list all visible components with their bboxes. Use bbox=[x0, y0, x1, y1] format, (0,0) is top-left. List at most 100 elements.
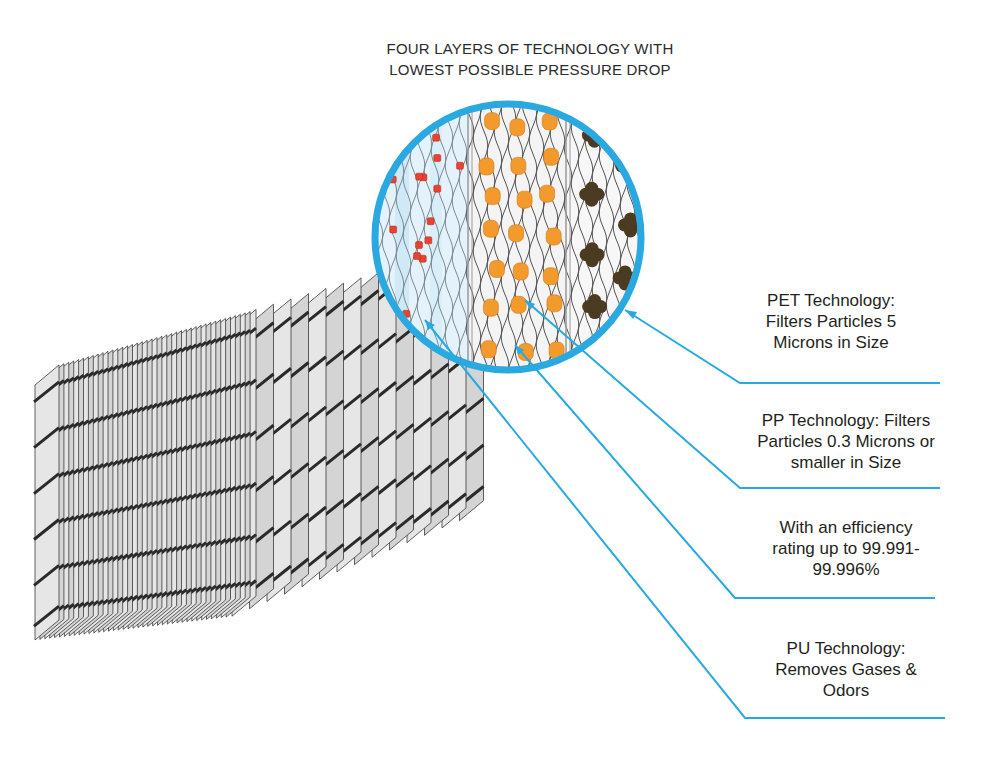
medium-particle bbox=[510, 119, 525, 136]
arrowhead bbox=[525, 300, 535, 310]
coarse-particle-lobe bbox=[587, 365, 600, 378]
leader-arrowheads bbox=[425, 300, 637, 355]
callout-label: PET Technology: Filters Particles 5 Micr… bbox=[742, 290, 920, 353]
coarse-particle bbox=[580, 242, 605, 267]
fiber bbox=[424, 100, 431, 376]
arrowhead bbox=[425, 320, 435, 330]
fiber bbox=[620, 100, 628, 376]
medium-particle bbox=[511, 296, 526, 313]
fiber bbox=[459, 100, 467, 376]
pleat-separator bbox=[34, 520, 59, 540]
layer-divider bbox=[467, 100, 469, 380]
fine-particle bbox=[456, 162, 463, 169]
fine-particle bbox=[427, 218, 434, 225]
magnifier-ring bbox=[375, 104, 641, 370]
medium-particle bbox=[511, 157, 526, 174]
medium-particle bbox=[517, 191, 532, 208]
filter-layers bbox=[368, 100, 648, 393]
coarse-particle-lobe bbox=[587, 359, 600, 372]
coarse-particle-lobe bbox=[627, 159, 640, 172]
fine-particle bbox=[434, 154, 441, 161]
fiber bbox=[438, 100, 446, 376]
fiber bbox=[382, 100, 390, 376]
medium-particle bbox=[483, 299, 498, 316]
medium-particle bbox=[487, 376, 502, 393]
coarse-particle bbox=[579, 182, 604, 207]
fiber bbox=[613, 100, 620, 376]
layer-divider bbox=[472, 100, 473, 380]
fine-particle bbox=[414, 253, 421, 260]
medium-particle bbox=[485, 188, 500, 205]
coarse-particle-lobe bbox=[586, 248, 599, 261]
fiber bbox=[536, 100, 544, 376]
medium-particle bbox=[509, 225, 524, 242]
fiber bbox=[480, 100, 487, 376]
layer-band bbox=[395, 100, 409, 380]
coarse-particle-lobe bbox=[619, 332, 632, 345]
pleat-separator bbox=[34, 474, 59, 494]
medium-particle bbox=[546, 228, 561, 245]
fine-particle bbox=[434, 185, 441, 192]
fiber bbox=[501, 100, 508, 376]
fiber bbox=[487, 100, 494, 376]
fiber bbox=[494, 100, 501, 376]
fine-particle bbox=[433, 134, 440, 141]
pleat-separator bbox=[34, 606, 59, 626]
fine-particle bbox=[415, 242, 422, 249]
coarse-particle bbox=[613, 326, 638, 351]
fiber bbox=[389, 100, 396, 376]
medium-particle bbox=[547, 295, 562, 312]
medium-particle bbox=[543, 268, 558, 285]
coarse-particle-lobe bbox=[619, 326, 632, 339]
medium-particle bbox=[483, 220, 498, 237]
callout-label: PP Technology: Filters Particles 0.3 Mic… bbox=[742, 410, 950, 473]
fine-particle bbox=[416, 173, 423, 180]
medium-particle bbox=[489, 261, 504, 278]
pleat-separator bbox=[34, 428, 59, 448]
fiber bbox=[529, 100, 536, 376]
layer-divider bbox=[565, 100, 567, 380]
arrowhead bbox=[625, 310, 637, 319]
fiber bbox=[571, 100, 579, 376]
coarse-particle-lobe bbox=[581, 359, 594, 372]
medium-particle bbox=[481, 341, 496, 358]
layer-band bbox=[568, 100, 648, 380]
medium-particle bbox=[544, 148, 559, 165]
fiber bbox=[396, 100, 403, 376]
arrowhead bbox=[515, 345, 524, 355]
leader-lines bbox=[425, 300, 945, 718]
fine-particle bbox=[386, 335, 393, 342]
fine-particle bbox=[394, 128, 401, 135]
coarse-particle-lobe bbox=[585, 188, 598, 201]
fiber bbox=[606, 100, 613, 376]
callout-label: PU Technology: Removes Gases & Odors bbox=[770, 638, 922, 701]
fiber bbox=[627, 100, 635, 376]
pleat-separator bbox=[34, 565, 59, 585]
fiber bbox=[473, 100, 480, 376]
coarse-particle-lobe bbox=[619, 338, 632, 351]
coarse-particle-lobe bbox=[613, 332, 626, 345]
coarse-particle-lobe bbox=[625, 332, 638, 345]
fine-particle bbox=[425, 237, 432, 244]
fiber bbox=[578, 100, 585, 376]
fiber bbox=[452, 100, 459, 376]
coarse-particle-lobe bbox=[588, 300, 601, 313]
fiber bbox=[403, 100, 411, 376]
pleat-face bbox=[35, 365, 59, 640]
fine-particle bbox=[390, 226, 397, 233]
callout-label: With an efficiency rating up to 99.991-9… bbox=[757, 517, 935, 580]
fiber bbox=[445, 100, 452, 376]
fine-particle bbox=[394, 361, 401, 368]
coarse-particle-lobe bbox=[624, 218, 637, 231]
medium-particle bbox=[479, 158, 494, 175]
coarse-particle bbox=[582, 294, 607, 319]
medium-particle bbox=[513, 263, 528, 280]
medium-particle bbox=[485, 113, 500, 130]
pleat-panel bbox=[34, 365, 59, 640]
diagram-title: FOUR LAYERS OF TECHNOLOGY WITH LOWEST PO… bbox=[355, 38, 705, 80]
leader-line bbox=[425, 320, 945, 718]
layer-band bbox=[470, 100, 568, 380]
medium-particle bbox=[540, 185, 555, 202]
coarse-particle bbox=[581, 353, 606, 378]
pleat-separator bbox=[34, 382, 59, 402]
